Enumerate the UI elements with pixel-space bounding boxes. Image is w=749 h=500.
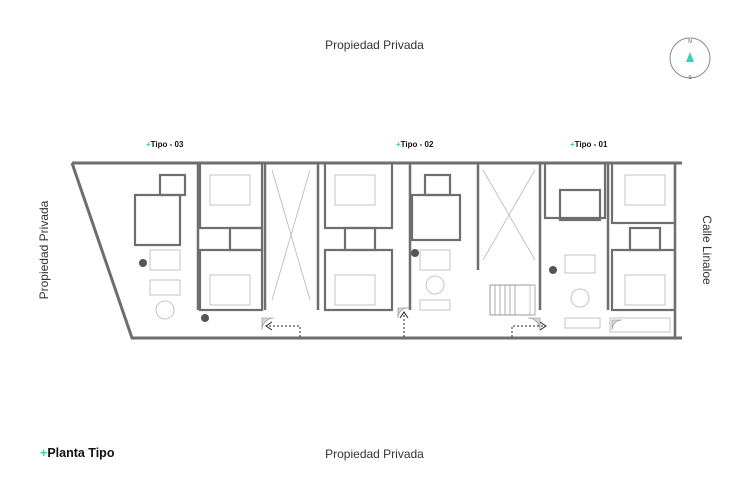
plus-icon: + [146,140,151,149]
party-walls [196,163,677,338]
left-boundary-label: Propiedad Privada [37,200,51,300]
bottom-boundary-label: Propiedad Privada [325,447,424,461]
unit-label-tipo-03: +Tipo - 03 [146,140,183,149]
top-boundary-label: Propiedad Privada [325,38,424,52]
staircase [489,284,536,316]
page-title-text: Planta Tipo [47,446,115,460]
door-swings [261,307,623,331]
unit-name: Tipo - 03 [150,140,184,149]
page-title: +Planta Tipo [40,446,114,460]
plant-icon [139,249,557,322]
unit-name: Tipo - 02 [400,140,434,149]
plus-icon: + [396,140,401,149]
plus-icon: + [40,446,48,460]
furniture-lines [149,169,671,333]
compass-south: S [688,75,692,81]
compass-north: N [688,39,692,45]
interior-walls [133,161,677,312]
unit-label-tipo-02: +Tipo - 02 [396,140,433,149]
entry-arrows [265,311,547,337]
unit-name: Tipo - 01 [574,140,608,149]
compass-icon: N S [669,37,711,81]
street-label: Calle Linaloe [700,215,714,285]
unit-label-tipo-01: +Tipo - 01 [570,140,607,149]
plus-icon: + [570,140,575,149]
